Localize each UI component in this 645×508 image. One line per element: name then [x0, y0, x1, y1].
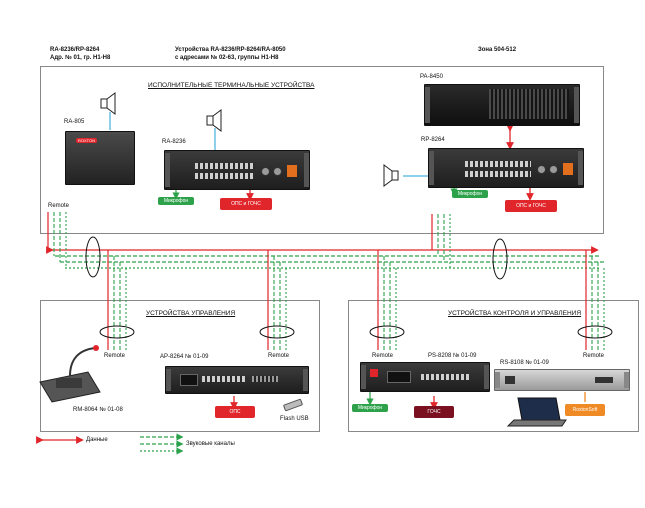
mic-badge-rp8264: Микрофон — [452, 190, 488, 198]
rs8108-device — [494, 369, 630, 391]
remote-label: Remote — [104, 353, 126, 359]
device-label-rm8064: RM-8064 № 01-08 — [73, 407, 123, 413]
device-label-ps8208: PS-8208 № 01-09 — [428, 353, 477, 359]
ps8208-device — [360, 362, 490, 392]
device-label-ap8264: AP-8264 № 01-09 — [160, 354, 209, 360]
header-right: Зона 504-512 — [478, 47, 517, 53]
section-title-monitoring: УСТРОЙСТВА КОНТРОЛЯ И УПРАВЛЕНИЯ — [448, 310, 582, 317]
laptop-icon — [506, 397, 567, 427]
ops-badge-rp8264: ОПС и ГОЧС — [505, 200, 557, 212]
speaker-icon — [100, 92, 116, 115]
rp8264-device — [428, 148, 584, 188]
device-label-ra805: RA-805 — [64, 119, 85, 125]
speaker-icon — [383, 164, 399, 187]
device-label-pa8450: PA-8450 — [420, 74, 443, 80]
legend-audio-label: Звуковые каналы — [186, 441, 235, 447]
header-left-line1: RA-8236/RP-8264 — [50, 47, 100, 53]
remote-label: Remote — [268, 353, 290, 359]
section-title-terminal: ИСПОЛНИТЕЛЬНЫЕ ТЕРМИНАЛЬНЫЕ УСТРОЙСТВА — [148, 82, 315, 89]
mic-badge-ps8208: Микрофон — [352, 404, 388, 412]
pa8450-amplifier — [424, 84, 580, 126]
ap8264-device — [165, 366, 309, 394]
header-center-line2: с адресами № 02-63, группы Н1-Н8 — [175, 55, 279, 61]
remote-label: Remote — [583, 353, 605, 359]
header-center-line1: Устройства RA-8236/RP-8264/RA-8050 — [175, 47, 286, 53]
microphone-console-icon — [39, 345, 101, 403]
speaker-icon — [206, 109, 222, 132]
mic-badge-ra8236: Микрофон — [158, 197, 194, 205]
ra8236-device — [164, 150, 310, 190]
ops-badge-ap8264: ОПС — [215, 406, 255, 418]
header-left-line2: Адр. № 01, гр. Н1-Н8 — [50, 55, 111, 61]
ra805-brand: ROXTON — [76, 138, 98, 143]
remote-label: Remote — [372, 353, 394, 359]
usb-flash-icon — [283, 398, 303, 412]
device-label-rp8264: RP-8264 — [421, 137, 445, 143]
device-label-ra8236: RA-8236 — [162, 139, 186, 145]
ra805-amplifier: ROXTON — [65, 131, 135, 185]
gochs-badge-ps8208: ГОЧС — [414, 406, 454, 418]
flash-usb-label: Flash USB — [280, 416, 309, 422]
remote-label: Remote — [48, 203, 70, 209]
ops-badge-ra8236: ОПС и ГОЧС — [220, 198, 272, 210]
legend-data-label: Данные — [86, 437, 108, 443]
roxtonsoft-badge: RoxtonSoft — [565, 404, 605, 416]
device-label-rs8108: RS-8108 № 01-09 — [500, 360, 549, 366]
section-title-control: УСТРОЙСТВА УПРАВЛЕНИЯ — [146, 310, 236, 317]
